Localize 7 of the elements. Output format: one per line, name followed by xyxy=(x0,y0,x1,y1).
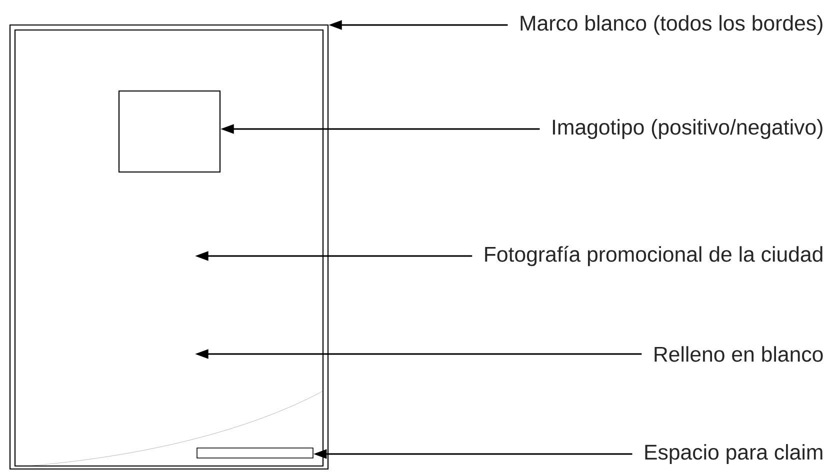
frame-box xyxy=(118,90,221,173)
label-text: Relleno en blanco xyxy=(654,346,823,362)
label-text: Marco blanco (todos los bordes) xyxy=(520,15,822,35)
label-text: Fotografía promocional de la ciudad xyxy=(485,246,822,266)
claim-bar xyxy=(196,448,314,458)
label-text: Espacio para claim xyxy=(645,444,822,464)
label-text: Imagotipo (positivo/negativo) xyxy=(552,119,822,139)
